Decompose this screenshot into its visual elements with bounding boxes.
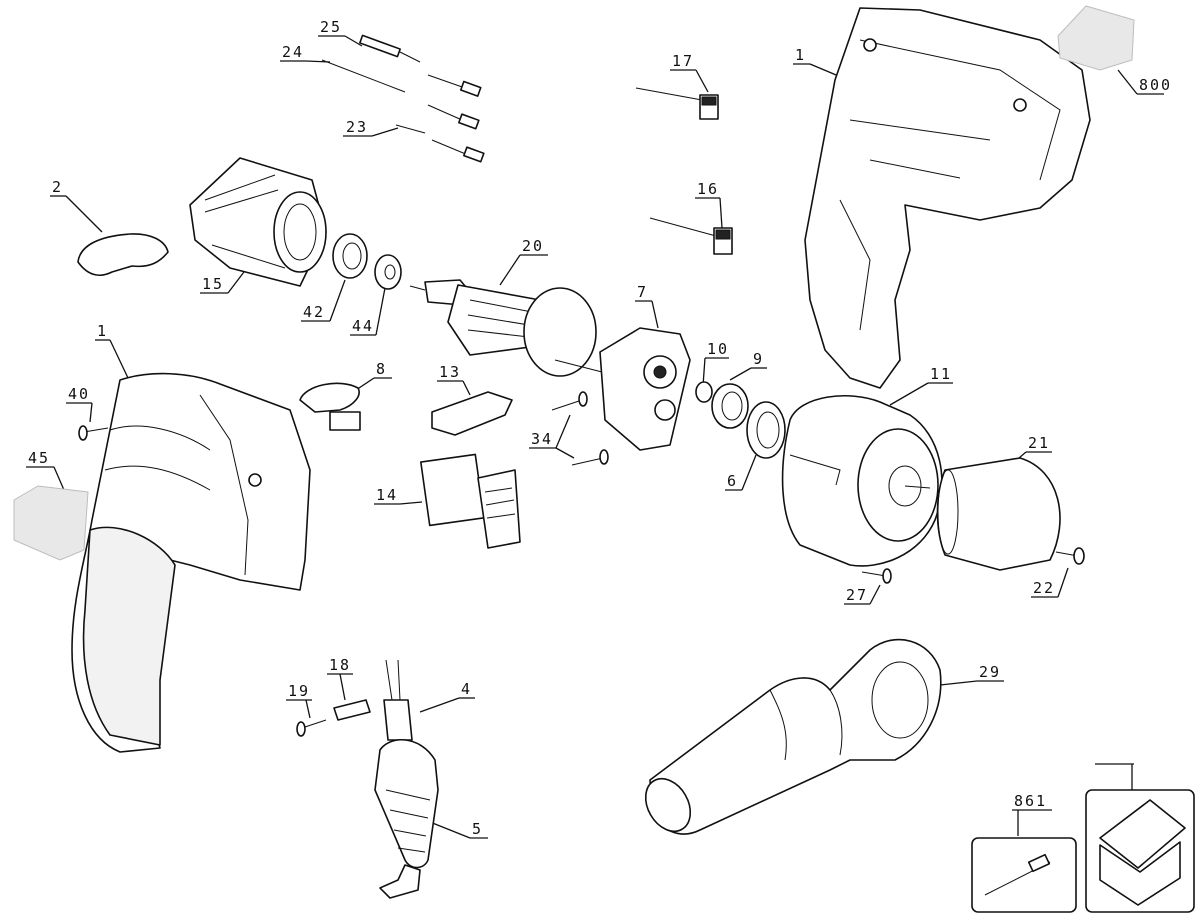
screw-19 <box>296 719 327 737</box>
cord-4 <box>383 659 413 741</box>
part-label-15: 15 <box>202 275 224 293</box>
part-label-9: 9 <box>753 350 764 368</box>
field-stator-15 <box>189 157 327 287</box>
part-label-4: 4 <box>461 680 472 698</box>
retaining-ring-10 <box>695 381 713 403</box>
part-label-45: 800 <box>1139 76 1172 94</box>
part-label-10: 10 <box>707 340 729 358</box>
trigger-cap-2 <box>77 233 169 276</box>
part-label-1-right: 1 <box>795 46 806 64</box>
gear-plate-7 <box>599 327 691 451</box>
part-label-1-left: 1 <box>97 322 108 340</box>
part-label-17: 17 <box>672 52 694 70</box>
switch-14 <box>420 453 521 549</box>
screw-28 <box>78 425 109 441</box>
lock-button-8 <box>299 382 361 431</box>
label-group: 25 24 23 2 15 42 44 20 17 16 7 10 <box>26 18 1172 839</box>
case-861 <box>1085 789 1195 913</box>
chuck-21 <box>936 457 1061 571</box>
housing-right-1 <box>804 7 1091 389</box>
part-label-29: 34 <box>531 430 553 448</box>
part-label-18: 18 <box>329 656 351 674</box>
part-label-22: 22 <box>1033 579 1055 597</box>
gear-case-11 <box>781 394 943 567</box>
gasket-6 <box>746 401 786 459</box>
part-label-40: 42 <box>303 303 325 321</box>
screw-22 <box>1055 547 1085 565</box>
kit-800 <box>971 837 1077 913</box>
part-label-24: 24 <box>282 43 304 61</box>
part-label-13: 13 <box>439 363 461 381</box>
part-label-16: 16 <box>697 180 719 198</box>
cord-protector-5 <box>374 738 439 899</box>
part-label-5: 5 <box>472 820 483 838</box>
part-label-28: 40 <box>68 385 90 403</box>
cord-clamp-18 <box>333 699 371 721</box>
part-label-19: 19 <box>288 682 310 700</box>
part-label-25: 25 <box>320 18 342 36</box>
part-label-800: 861 <box>1014 792 1047 810</box>
bearing-40 <box>332 233 368 279</box>
part-label-7: 7 <box>637 283 648 301</box>
part-label-6: 6 <box>727 472 738 490</box>
screws-29 <box>551 391 609 466</box>
label-45 <box>1057 5 1135 71</box>
part-label-21: 21 <box>1028 434 1050 452</box>
part-label-14: 14 <box>376 486 398 504</box>
part-label-27: 27 <box>846 586 868 604</box>
housing-left-1 <box>71 372 311 753</box>
part-label-42: 44 <box>352 317 374 335</box>
part-label-44: 45 <box>28 449 50 467</box>
slider-13 <box>431 391 513 436</box>
part-label-11: 11 <box>930 365 952 383</box>
label-44 <box>13 485 89 561</box>
terminal-wires <box>321 34 485 163</box>
ring-9 <box>711 383 749 429</box>
part-label-34: 29 <box>979 663 1001 681</box>
screw-27 <box>861 568 892 584</box>
carbon-brush-16 <box>649 217 733 255</box>
washer-42 <box>374 254 402 290</box>
part-label-20: 20 <box>522 237 544 255</box>
part-label-8: 8 <box>376 360 387 378</box>
armature-20 <box>409 279 603 377</box>
carbon-brush-17 <box>635 87 719 120</box>
part-label-2: 2 <box>52 178 63 196</box>
part-label-23: 23 <box>346 118 368 136</box>
side-handle-34 <box>644 638 942 835</box>
